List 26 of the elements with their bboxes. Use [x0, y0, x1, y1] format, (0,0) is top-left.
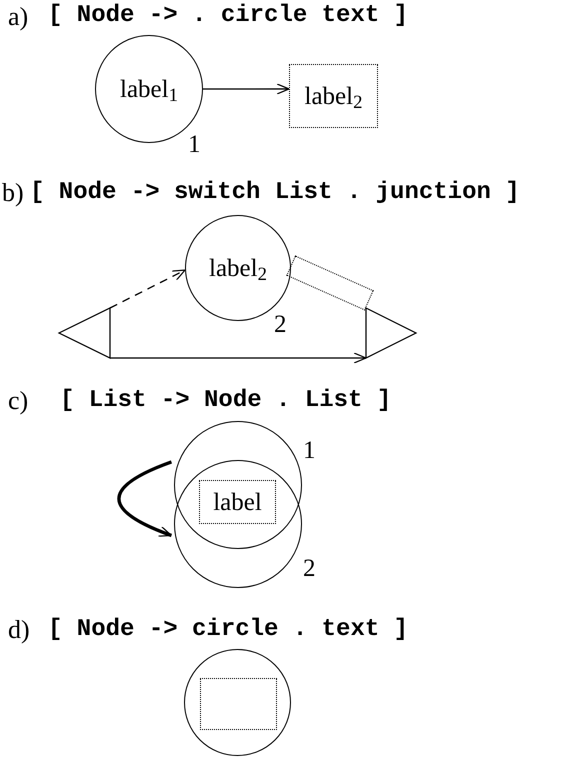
panel-letter: d): [8, 617, 30, 643]
dotted-box: [286, 255, 374, 311]
node-number: 1: [188, 132, 200, 157]
panel-letter: a): [8, 4, 28, 30]
node-label: label: [213, 490, 262, 514]
arrow: [203, 83, 290, 95]
panel-letter: c): [8, 388, 28, 414]
rule-heading: [ Node -> . circle text ]: [48, 4, 408, 28]
node-number: 1: [303, 438, 316, 463]
node-label: label$_{2}$: [304, 84, 362, 108]
rule-heading: [ Node -> circle . text ]: [48, 618, 408, 642]
curved-arrow: [117, 460, 172, 538]
dotted-box: [199, 480, 276, 524]
panel-letter: b): [2, 180, 24, 206]
triangle-node: [59, 308, 110, 358]
node-number: 2: [274, 312, 286, 337]
rule-heading: [ List -> Node . List ]: [60, 389, 392, 413]
dashed-arrow: [110, 270, 186, 309]
node-number: 2: [303, 556, 316, 581]
node-label: label$_{1}$: [120, 76, 178, 102]
arrow: [110, 352, 367, 364]
rule-heading: [ Node -> switch List . junction ]: [30, 181, 520, 205]
triangle-node: [366, 308, 416, 358]
dotted-box: [289, 64, 378, 128]
dotted-box: [200, 678, 277, 730]
node-label: label$_{2}$: [209, 256, 267, 280]
